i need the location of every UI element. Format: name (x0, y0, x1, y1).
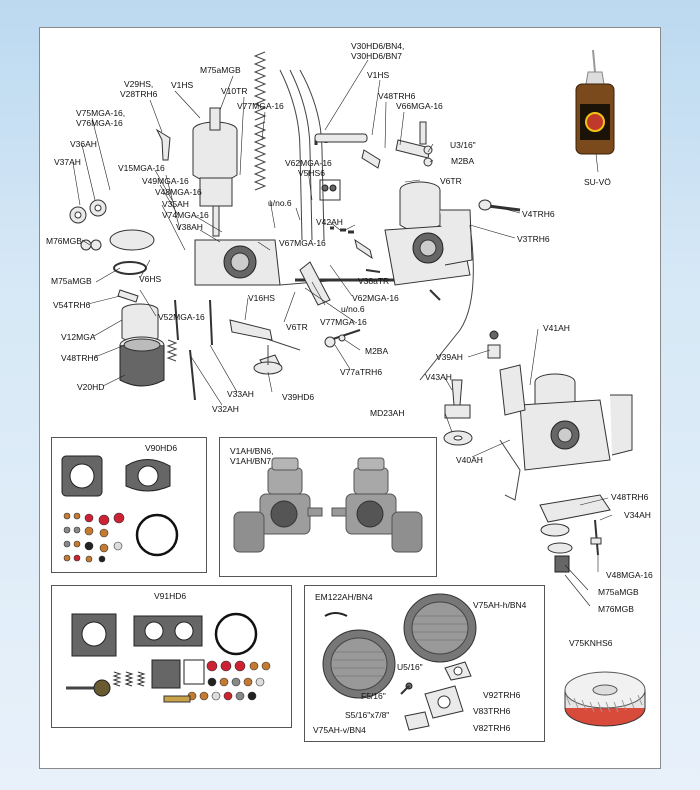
label-v75ah-h: V75AH-h/BN4 (473, 600, 527, 610)
label-v33ah: V33AH (227, 389, 254, 399)
label-v67mga-16: V67MGA-16 (279, 238, 326, 248)
air-filter-kit-box: EM122AH/BN4 V75AH-h/BN4 U5/16" F5/16" V9… (304, 585, 545, 742)
label-v1hs-left: V1HS (171, 80, 194, 90)
label-v30hd6-bn4: V30HD6/BN4, (351, 41, 405, 51)
label-v5hs6: V5HS6 (298, 168, 325, 178)
label-v75ah-v: V75AH-v/BN4 (313, 725, 366, 735)
label-v43ah: V43AH (425, 372, 452, 382)
air-filter-illustration (564, 671, 646, 727)
label-v40ah: V40AH (456, 455, 483, 465)
label-v29hs: V29HS, (124, 79, 154, 89)
third-carburettor-exploded (443, 330, 633, 573)
label-v42ah: V42AH (316, 217, 343, 227)
label-v62mga-16-top: V62MGA-16 (285, 158, 332, 168)
oil-bottle-illustration (575, 49, 615, 155)
label-v62mga-16-mid: V62MGA-16 (352, 293, 399, 303)
label-m75amgb-right: M75aMGB (598, 587, 639, 597)
leader-lines (72, 59, 613, 607)
label-v30hd6-bn7: V30HD6/BN7 (351, 51, 403, 61)
label-v38atr: V38aTR (358, 276, 390, 286)
label-v12mga: V12MGA (61, 332, 96, 342)
label-v52mga-16: V52MGA-16 (158, 312, 205, 322)
label-v15mga-16: V15MGA-16 (118, 163, 165, 173)
label-u-no6-mid: u/no.6 (341, 304, 365, 314)
label-v75knhs6: V75KNHS6 (569, 638, 613, 648)
label-m75amgb-left: M75aMGB (51, 276, 92, 286)
label-v82trh6: V82TRH6 (473, 723, 511, 733)
label-f5-16: F5/16" (361, 691, 386, 701)
label-v75mga-16: V75MGA-16, (76, 108, 126, 118)
label-v28trh6: V28TRH6 (120, 89, 158, 99)
label-v74mga-16: V74MGA-16 (162, 210, 209, 220)
label-v6tr-top: V6TR (440, 176, 462, 186)
label-v36ah: V36AH (70, 139, 97, 149)
label-v48mga-16-left: V48MGA-16 (155, 187, 202, 197)
label-m75amgb-top: M75aMGB (200, 65, 241, 75)
label-u5-16: U5/16" (397, 662, 423, 672)
label-v91hd6: V91HD6 (154, 591, 187, 601)
second-carburettor-exploded (299, 121, 521, 381)
label-s5-16x7-8: S5/16"x7/8" (345, 710, 390, 720)
label-su-vo: SU-VÖ (584, 177, 611, 187)
label-v6hs: V6HS (139, 274, 162, 284)
label-v92trh6: V92TRH6 (483, 690, 521, 700)
label-v83trh6: V83TRH6 (473, 706, 511, 716)
carburettor-photo-right (331, 457, 423, 553)
label-v48trh6-left: V48TRH6 (61, 353, 99, 363)
label-v1ah-bn6: V1AH/BN6, (230, 446, 274, 456)
label-v3trh6: V3TRH6 (517, 234, 550, 244)
label-v35ah: V35AH (162, 199, 189, 209)
label-v77mga-16-mid: V77MGA-16 (320, 317, 367, 327)
gasket-kit-box-v91hd6: V91HD6 (51, 585, 292, 728)
label-v4trh6: V4TRH6 (522, 209, 555, 219)
label-v10tr: V10TR (221, 86, 248, 96)
label-v16hs: V16HS (248, 293, 275, 303)
label-v90hd6: V90HD6 (145, 443, 178, 453)
label-v76mga-16: V76MGA-16 (76, 118, 123, 128)
label-v34ah: V34AH (624, 510, 651, 520)
label-v20hd: V20HD (77, 382, 105, 392)
carburettor-photo-left (233, 457, 323, 553)
label-m76mgb-left: M76MGB (46, 236, 82, 246)
label-v6tr-mid: V6TR (286, 322, 308, 332)
label-v38ah: V38AH (176, 222, 203, 232)
label-v54trh6: V54TRH6 (53, 300, 91, 310)
carburettor-photo-box: V1AH/BN6, V1AH/BN7 (219, 437, 437, 577)
label-v39ah: V39AH (436, 352, 463, 362)
label-v49mga-16: V49MGA-16 (142, 176, 189, 186)
gasket-kit-box-v90hd6: V90HD6 (51, 437, 207, 573)
label-v48trh6-top: V48TRH6 (378, 91, 416, 101)
label-v48mga-16-right: V48MGA-16 (606, 570, 653, 580)
label-v32ah: V32AH (212, 404, 239, 414)
label-v66mga-16: V66MGA-16 (396, 101, 443, 111)
label-v41ah: V41AH (543, 323, 570, 333)
label-v1hs-right: V1HS (367, 70, 390, 80)
label-md23ah: MD23AH (370, 408, 405, 418)
label-u3-16: U3/16" (450, 140, 476, 150)
label-v77mga-16-top: V77MGA-16 (237, 101, 284, 111)
label-v1ah-bn7: V1AH/BN7 (230, 456, 272, 466)
label-m76mgb-right: M76MGB (598, 604, 634, 614)
label-m2ba-top: M2BA (451, 156, 475, 166)
label-m2ba-mid: M2BA (365, 346, 389, 356)
label-v37ah: V37AH (54, 157, 81, 167)
label-em122ah: EM122AH/BN4 (315, 592, 373, 602)
label-v39hd6: V39HD6 (282, 392, 315, 402)
label-v77atrh6: V77aTRH6 (340, 367, 383, 377)
label-u-no6-top: u/no.6 (268, 198, 292, 208)
label-v48trh6-right: V48TRH6 (611, 492, 649, 502)
